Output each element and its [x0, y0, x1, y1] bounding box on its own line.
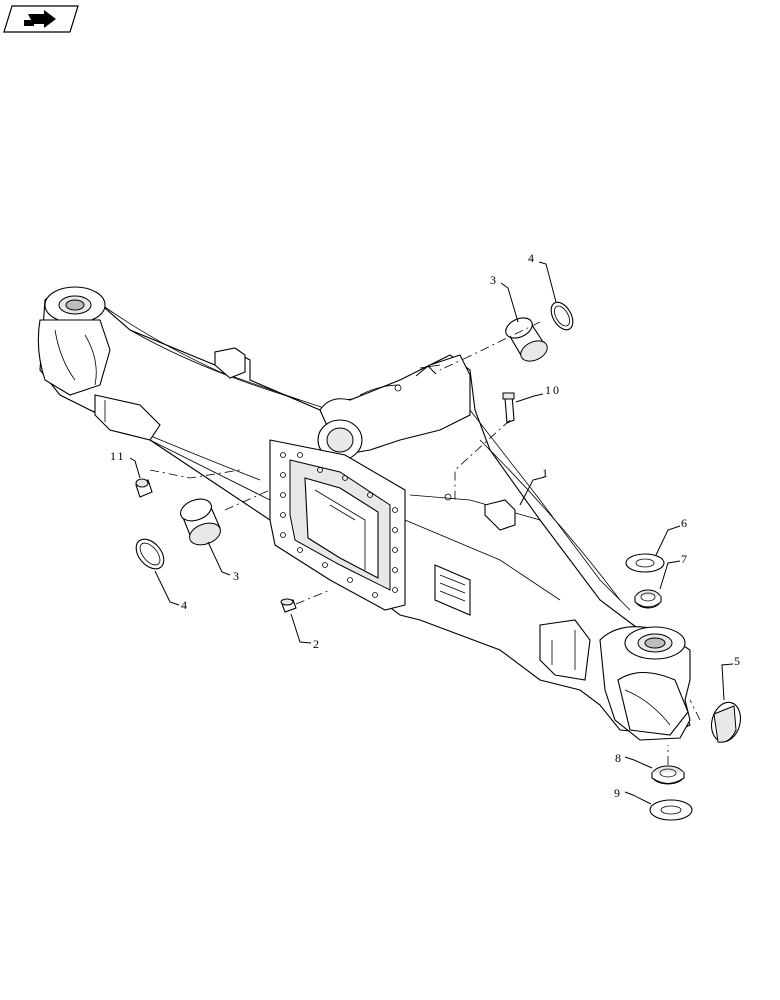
- leader-lines: [129, 261, 734, 805]
- callout-6: 6: [681, 516, 689, 530]
- callout-10: 10: [545, 383, 561, 397]
- grease-fitting: [502, 392, 515, 424]
- nav-forward-button[interactable]: [3, 5, 79, 33]
- bearing-8: [651, 765, 685, 785]
- callout-4-lower: 4: [181, 598, 189, 612]
- data-plate: [434, 564, 471, 616]
- callout-7: 7: [681, 552, 689, 566]
- callout-3-upper: 3: [490, 273, 498, 287]
- seal-ring-lower: [135, 538, 165, 570]
- callout-4-upper: 4: [528, 251, 536, 265]
- bearing-7: [634, 589, 662, 609]
- dowel-pin: [280, 598, 297, 613]
- seal-ring-upper: [550, 301, 574, 331]
- plug: [135, 478, 153, 498]
- washer-9: [649, 799, 693, 821]
- bushing-lower: [180, 498, 221, 546]
- axle-housing: [37, 286, 691, 741]
- forward-arrow-icon: [24, 10, 56, 28]
- assembly-center-lines: [149, 321, 701, 765]
- bushing-upper: [505, 317, 548, 362]
- callout-9: 9: [614, 786, 622, 800]
- washer-6: [625, 553, 665, 573]
- callout-8: 8: [615, 751, 623, 765]
- callout-5: 5: [734, 654, 742, 668]
- callouts: 1 2 3 3 4 4 5 6 7 8 9 10 11: [110, 251, 742, 800]
- cap-5: [710, 701, 742, 743]
- callout-11: 11: [110, 449, 126, 463]
- callout-2: 2: [313, 637, 321, 651]
- callout-3-lower: 3: [233, 569, 241, 583]
- callout-1: 1: [542, 466, 550, 480]
